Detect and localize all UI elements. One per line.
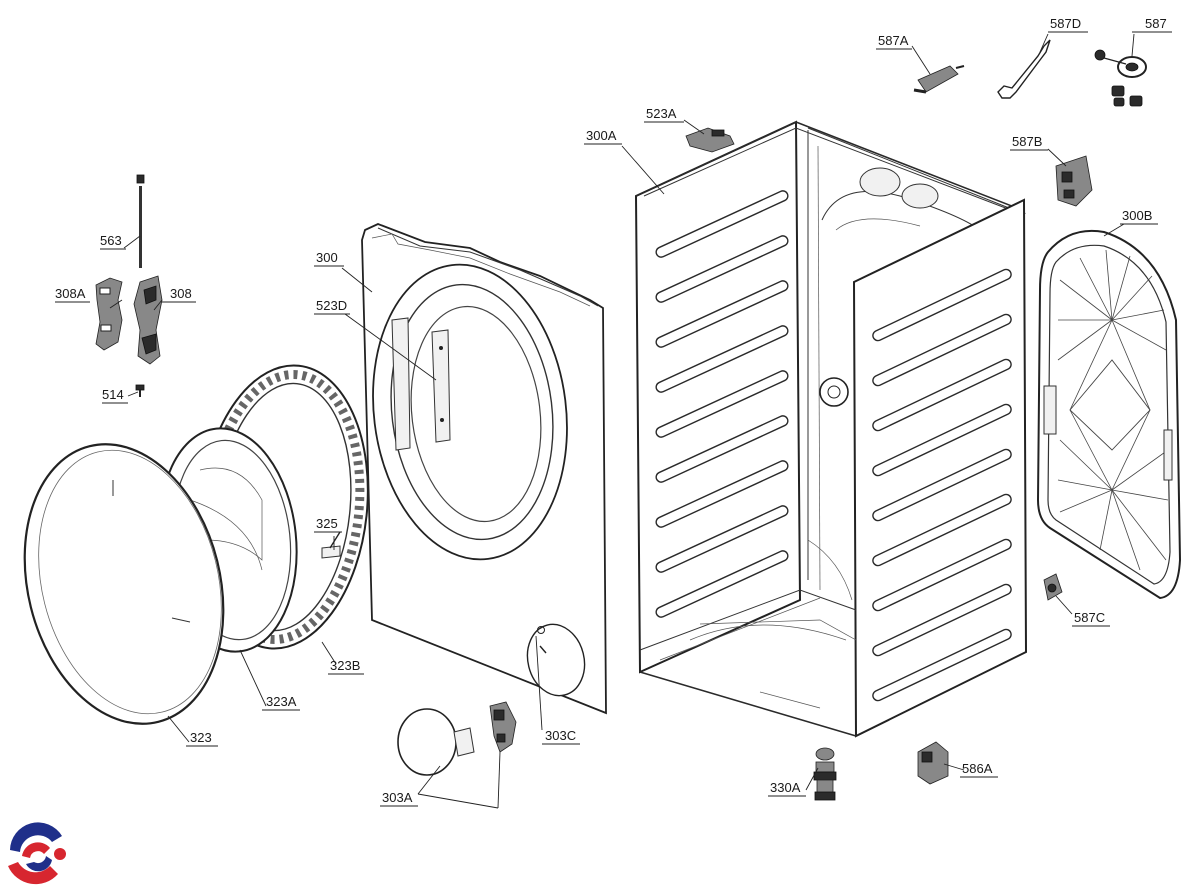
cabinet-right-slots [872,268,1012,702]
bottom-parts [813,741,949,801]
brand-logo-icon [8,822,66,885]
small-parts-587 [913,39,1147,207]
label-308a: 308A [55,286,86,301]
label-300b: 300B [1122,208,1152,223]
filter-cap-assembly [397,701,517,776]
label-308: 308 [170,286,192,301]
label-300a: 300A [586,128,617,143]
cabinet-left-slots [655,190,789,618]
label-523d: 523D [316,298,347,313]
label-323b: 323B [330,658,360,673]
door-assembly [23,364,369,725]
back-panel [1036,229,1182,601]
label-587a: 587A [878,33,909,48]
top-bracket-523a [685,127,735,153]
leader-lines [109,33,1135,809]
label-563: 563 [100,233,122,248]
label-587c: 587C [1074,610,1105,625]
part-labels: 563 308A 308 514 300 523D 325 323B 323A … [55,16,1172,807]
label-330a: 330A [770,780,801,795]
label-300: 300 [316,250,338,265]
label-303c: 303C [545,728,576,743]
front-panel [361,223,607,715]
label-587b: 587B [1012,134,1042,149]
label-587d: 587D [1050,16,1081,31]
label-303a: 303A [382,790,413,805]
label-323: 323 [190,730,212,745]
hinge-assembly [95,174,163,397]
label-323a: 323A [266,694,297,709]
label-586a: 586A [962,761,993,776]
label-514: 514 [102,387,124,402]
label-587: 587 [1145,16,1167,31]
label-325: 325 [316,516,338,531]
label-523a: 523A [646,106,677,121]
